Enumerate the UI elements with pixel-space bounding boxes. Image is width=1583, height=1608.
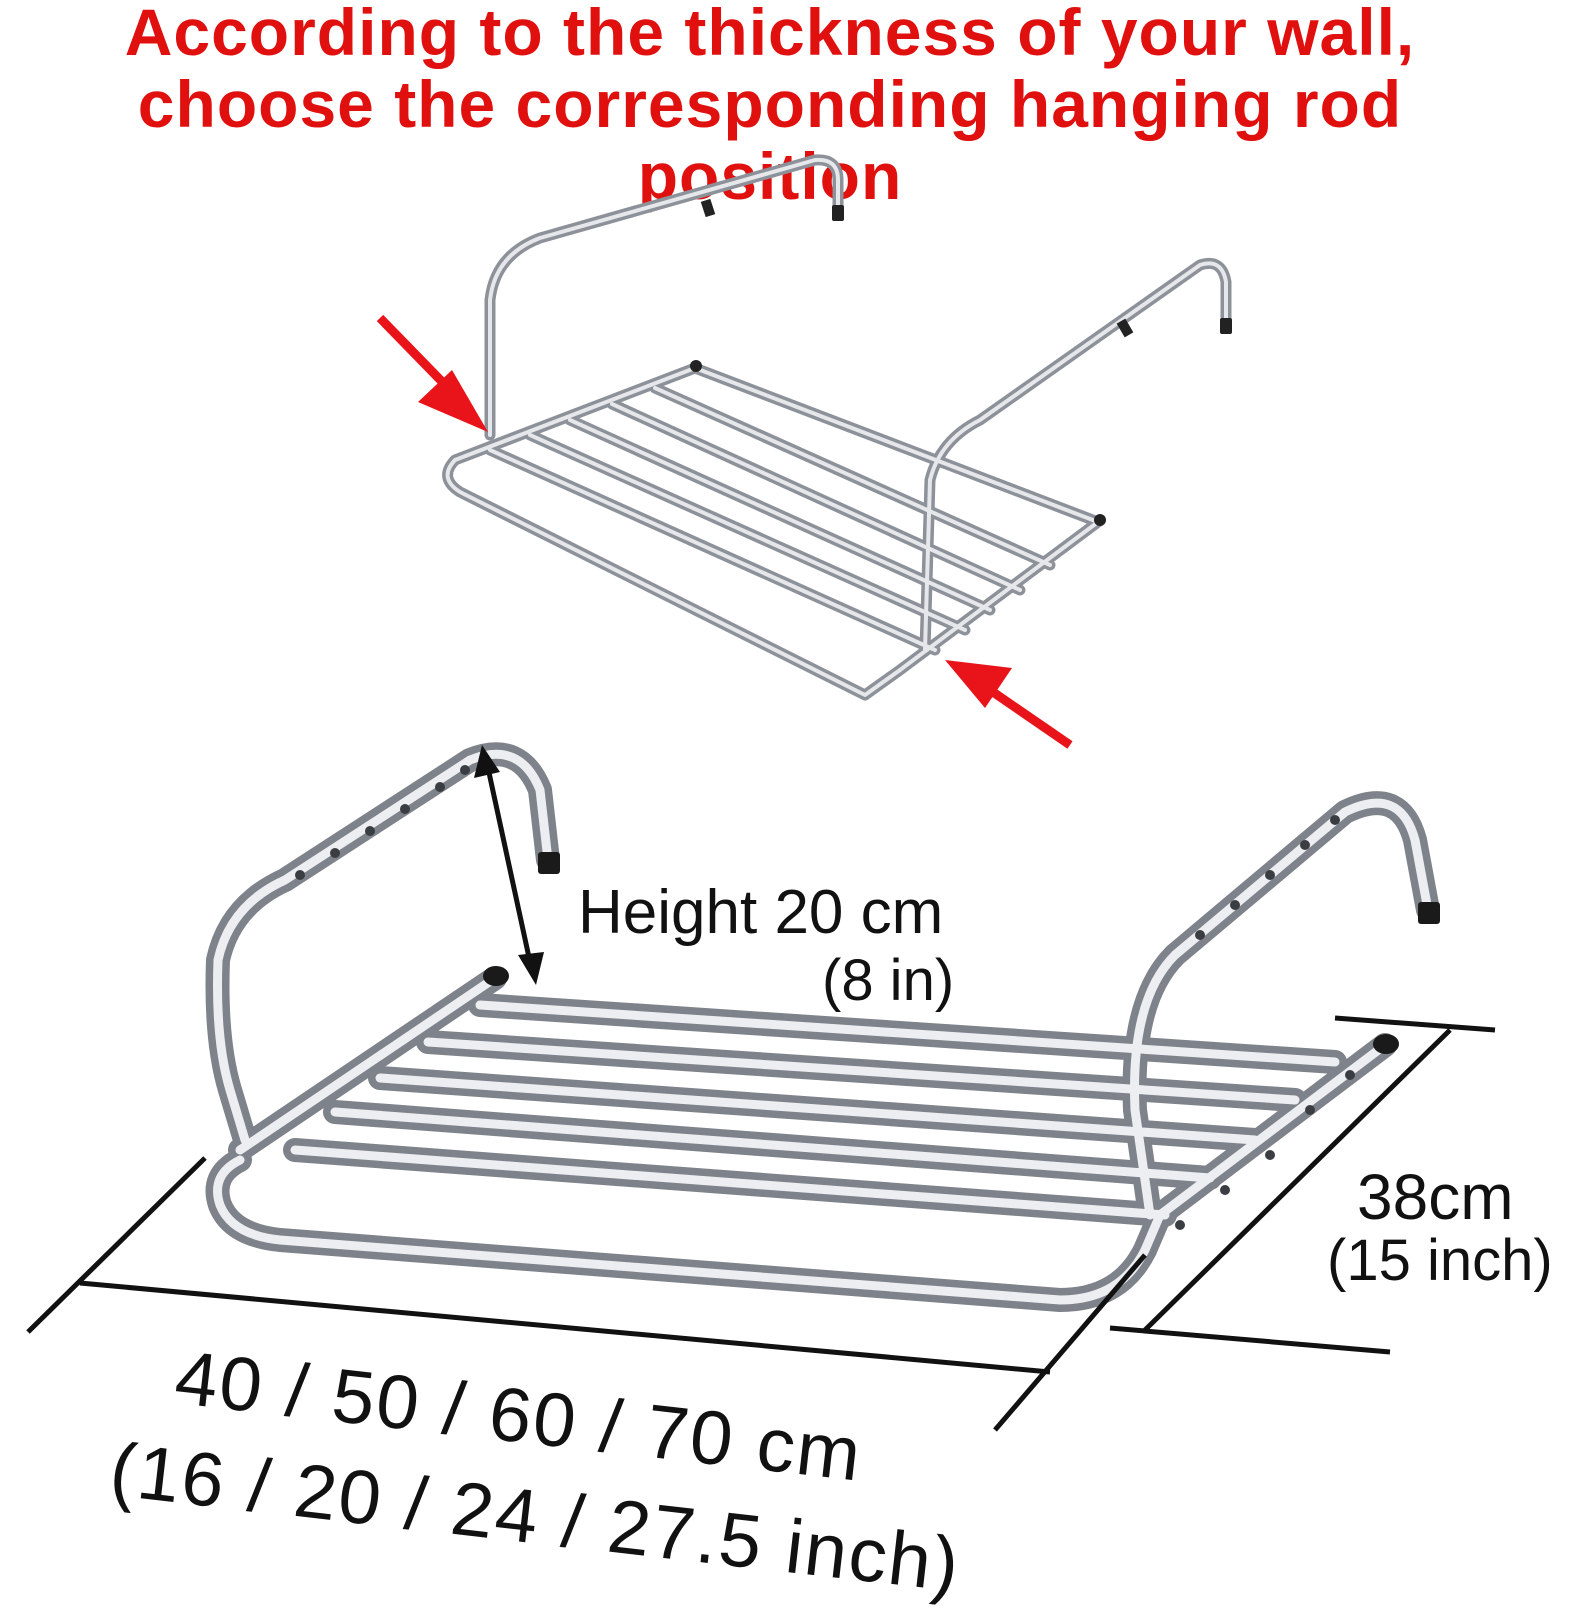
heading-line-1: According to the thickness of your wall,: [124, 0, 1416, 69]
depth-inch-label: (15 inch): [1327, 1228, 1553, 1293]
depth-label: 38cm: [1357, 1161, 1514, 1233]
width-dimension-line: [26, 1156, 1147, 1432]
height-inch-label: (8 in): [822, 948, 955, 1013]
red-arrow-left-icon: [376, 314, 488, 432]
red-arrow-right-icon: [945, 660, 1073, 749]
top-rack: [442, 154, 1232, 701]
height-label: Height 20 cm: [578, 878, 944, 947]
heading-line-2: choose the corresponding hanging rod pos…: [137, 67, 1403, 213]
height-dimension-arrow: [474, 745, 544, 985]
depth-dimension-line: [1109, 1015, 1496, 1355]
